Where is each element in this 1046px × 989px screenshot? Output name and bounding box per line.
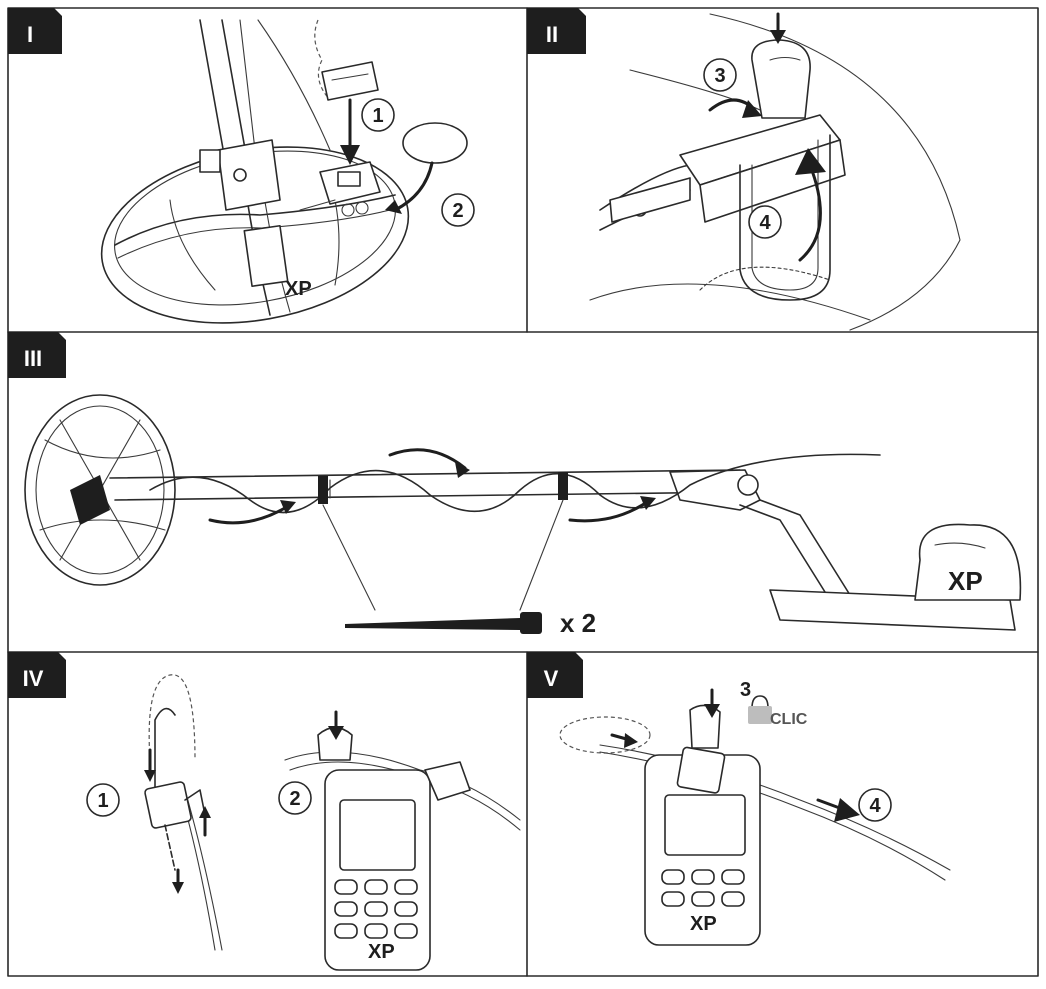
cable-tie-illustration <box>345 612 542 634</box>
step-badge-3: 3 <box>703 58 737 92</box>
up-arrow-icon <box>199 806 211 818</box>
search-coil: XP <box>100 146 410 324</box>
step-badge-4: 4 <box>748 205 782 239</box>
step-badge-2: 2 <box>441 193 475 227</box>
panel-II-illustration: 3 4 <box>589 12 961 331</box>
o-ring-curved-arrow-icon <box>393 161 434 212</box>
lower-shaft <box>199 19 331 211</box>
step-label-V-3: 3 <box>740 679 751 701</box>
svg-text:2: 2 <box>452 200 463 222</box>
svg-text:4: 4 <box>869 795 881 817</box>
u-clip <box>739 134 831 301</box>
curved-arrow-4-icon <box>798 163 822 262</box>
panel-I-illustration: XP <box>100 19 475 324</box>
control-box-logo: XP <box>368 941 395 963</box>
clic-label: CLIC <box>770 711 808 728</box>
panel-label-V: V <box>544 666 559 691</box>
cable-clip-step-1 <box>144 674 223 951</box>
thumb-press <box>751 39 811 119</box>
panel-tab-II: II <box>527 8 586 54</box>
svg-text:4: 4 <box>759 212 771 234</box>
svg-text:2: 2 <box>289 788 300 810</box>
panel-III-illustration: XP x 2 <box>24 394 1022 638</box>
coil-logo-small: XP <box>285 278 312 300</box>
wrapped-cable <box>149 453 881 514</box>
panel-tab-IV: IV <box>8 652 66 698</box>
wrap-arrow-1-icon <box>208 503 292 525</box>
panel-tab-I: I <box>8 8 62 54</box>
wrap-arrow-3-icon <box>568 498 652 523</box>
search-coil-full <box>24 394 176 586</box>
panel-tab-III: III <box>8 332 66 378</box>
coil-clip-part <box>321 61 379 101</box>
panel-label-IV: IV <box>23 666 44 691</box>
press-arrow-icon <box>704 704 720 718</box>
detector-shaft: XP <box>109 469 1022 631</box>
control-box-step-2: XP <box>284 710 521 971</box>
logo-xp: XP <box>948 566 983 596</box>
svg-text:1: 1 <box>372 105 383 127</box>
coil-connector <box>299 161 381 217</box>
panel-label-III: III <box>24 346 42 371</box>
svg-text:3: 3 <box>714 65 725 87</box>
step-badge-1: 1 <box>361 98 395 132</box>
o-ring <box>402 122 468 164</box>
step-badge-IV-1: 1 <box>86 783 120 817</box>
panel-IV-illustration: 1 XP 2 <box>86 674 521 971</box>
press-arrow-icon <box>328 726 344 740</box>
wrap-arrow-2-icon <box>388 448 467 470</box>
cable-tie-1 <box>318 476 328 504</box>
control-box-logo: XP <box>690 913 717 935</box>
panel-label-I: I <box>27 22 33 47</box>
press-arrow-icon <box>770 12 786 44</box>
down-arrow-icon <box>144 770 156 782</box>
step-badge-V-4: 4 <box>858 788 892 822</box>
cable-tie-2 <box>558 472 568 500</box>
coil-cable <box>314 19 331 101</box>
cable-loop-dashed <box>559 716 651 754</box>
panel-V-illustration: XP 3 CLIC 4 <box>559 679 951 946</box>
down-arrow-icon <box>340 98 360 165</box>
step-badge-IV-2: 2 <box>278 781 312 815</box>
panel-label-II: II <box>546 22 558 47</box>
panel-tab-V: V <box>527 652 583 698</box>
panel-frames <box>7 7 1039 977</box>
lock-icon <box>748 695 772 724</box>
cable-tie-quantity: x 2 <box>560 608 596 638</box>
svg-text:1: 1 <box>97 790 108 812</box>
